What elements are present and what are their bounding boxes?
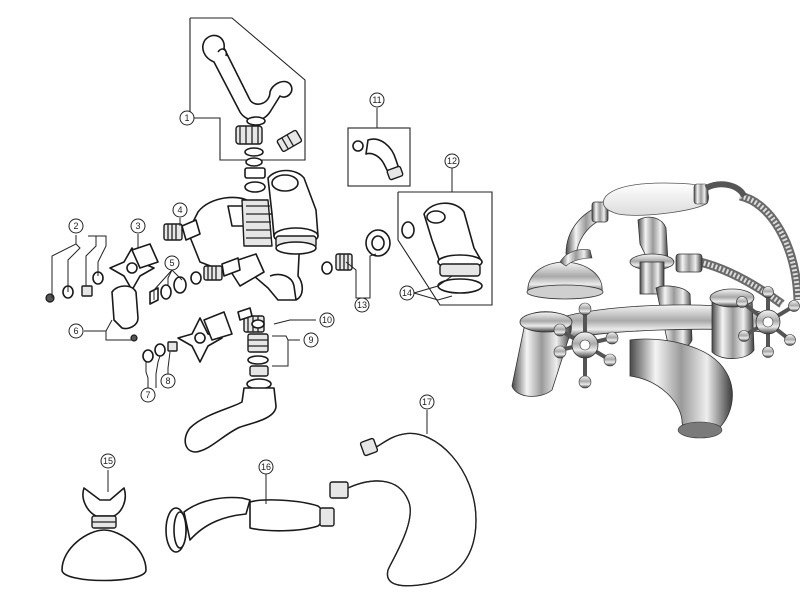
svg-text:10: 10	[322, 315, 332, 325]
part-11-elbow	[352, 138, 404, 181]
svg-text:8: 8	[165, 376, 170, 386]
right-cross-handle	[736, 286, 800, 358]
part-17-hose	[329, 432, 477, 587]
callout-16: 16	[258, 459, 274, 475]
part-15-cradle	[61, 487, 147, 582]
callout-8: 8	[160, 373, 176, 389]
part-13-nuts	[321, 229, 391, 275]
callout-4: 4	[172, 202, 188, 218]
callout-15: 15	[100, 453, 116, 469]
svg-text:14: 14	[402, 288, 412, 298]
svg-text:9: 9	[308, 335, 313, 345]
callout-11: 11	[369, 92, 385, 108]
box-12-outline	[397, 191, 493, 306]
svg-text:7: 7	[145, 390, 150, 400]
spindle-parts	[149, 257, 241, 305]
callout-17: 17	[419, 394, 435, 410]
callout-12: 12	[444, 153, 460, 169]
callout-10: 10	[319, 312, 335, 328]
callout-6: 6	[68, 323, 84, 339]
svg-text:4: 4	[177, 205, 182, 215]
box-11-outline	[347, 127, 411, 187]
spout-parts	[184, 319, 277, 453]
svg-text:6: 6	[73, 326, 78, 336]
svg-text:5: 5	[169, 258, 174, 268]
callout-9: 9	[303, 332, 319, 348]
svg-text:16: 16	[261, 462, 271, 472]
svg-text:12: 12	[447, 156, 457, 166]
product-photo	[511, 181, 800, 439]
part-16-handset	[165, 496, 335, 553]
callout-5: 5	[164, 255, 180, 271]
svg-text:2: 2	[73, 221, 78, 231]
leader-lines	[51, 108, 453, 504]
part-12-diverter	[401, 202, 483, 294]
diverter-elbow	[267, 169, 319, 255]
callout-13: 13	[354, 297, 370, 313]
right-valve-parts	[142, 307, 265, 363]
svg-text:3: 3	[135, 221, 140, 231]
svg-text:17: 17	[422, 397, 432, 407]
callout-3: 3	[130, 218, 146, 234]
callout-14: 14	[399, 285, 415, 301]
callout-2: 2	[68, 218, 84, 234]
svg-text:11: 11	[372, 95, 381, 105]
svg-text:15: 15	[103, 456, 113, 466]
svg-text:13: 13	[357, 300, 367, 310]
callout-7: 7	[140, 387, 156, 403]
left-cross-handle	[553, 302, 619, 389]
part-1-shower-cradle	[202, 34, 303, 193]
callout-1: 1	[179, 110, 195, 126]
svg-text:1: 1	[184, 113, 189, 123]
